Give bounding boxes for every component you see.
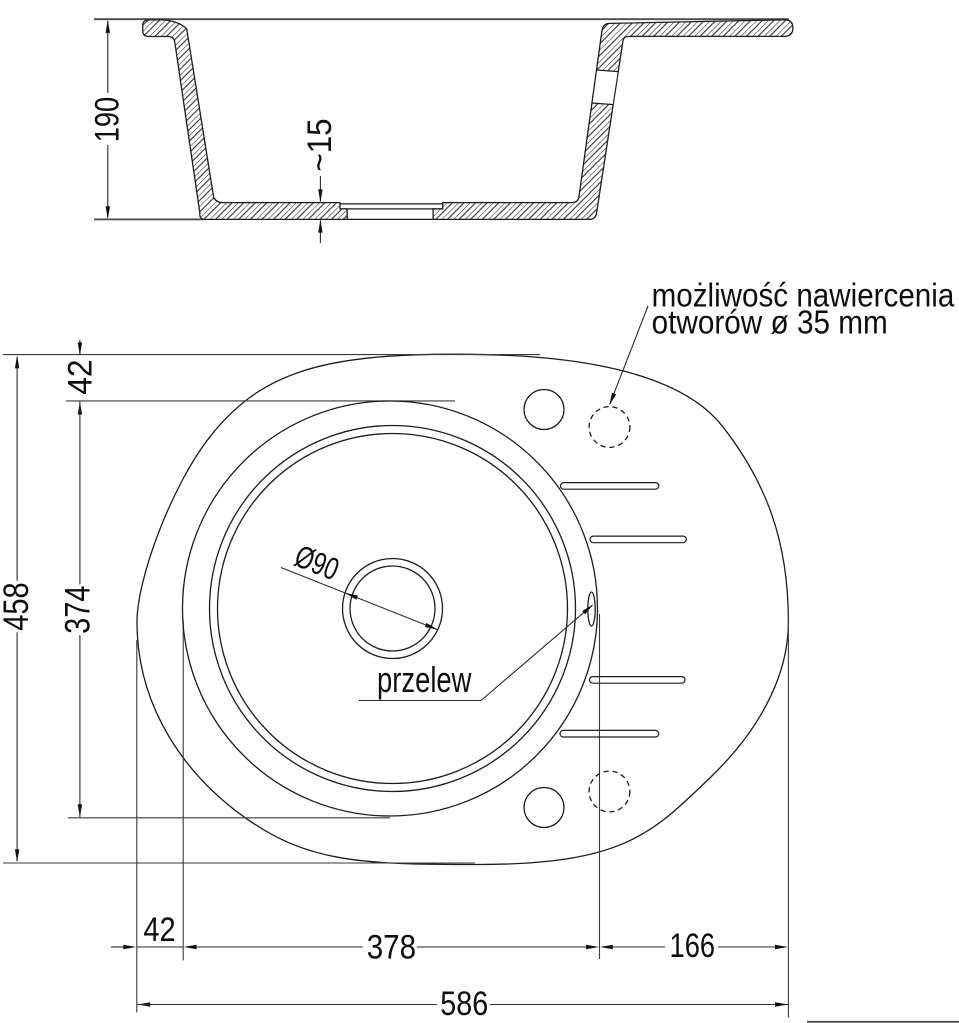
svg-text:42: 42 — [143, 911, 175, 949]
svg-text:458: 458 — [0, 582, 36, 631]
svg-text:~15: ~15 — [301, 119, 339, 172]
svg-text:otworów ø 35 mm: otworów ø 35 mm — [652, 304, 888, 341]
svg-text:586: 586 — [440, 985, 488, 1023]
svg-text:374: 374 — [59, 586, 98, 634]
svg-text:42: 42 — [62, 359, 100, 394]
svg-text:przelew: przelew — [377, 659, 472, 700]
svg-text:378: 378 — [367, 929, 416, 967]
svg-text:190: 190 — [89, 97, 127, 143]
svg-text:możliwość nawiercenia: możliwość nawiercenia — [652, 277, 955, 314]
svg-text:166: 166 — [670, 927, 716, 965]
